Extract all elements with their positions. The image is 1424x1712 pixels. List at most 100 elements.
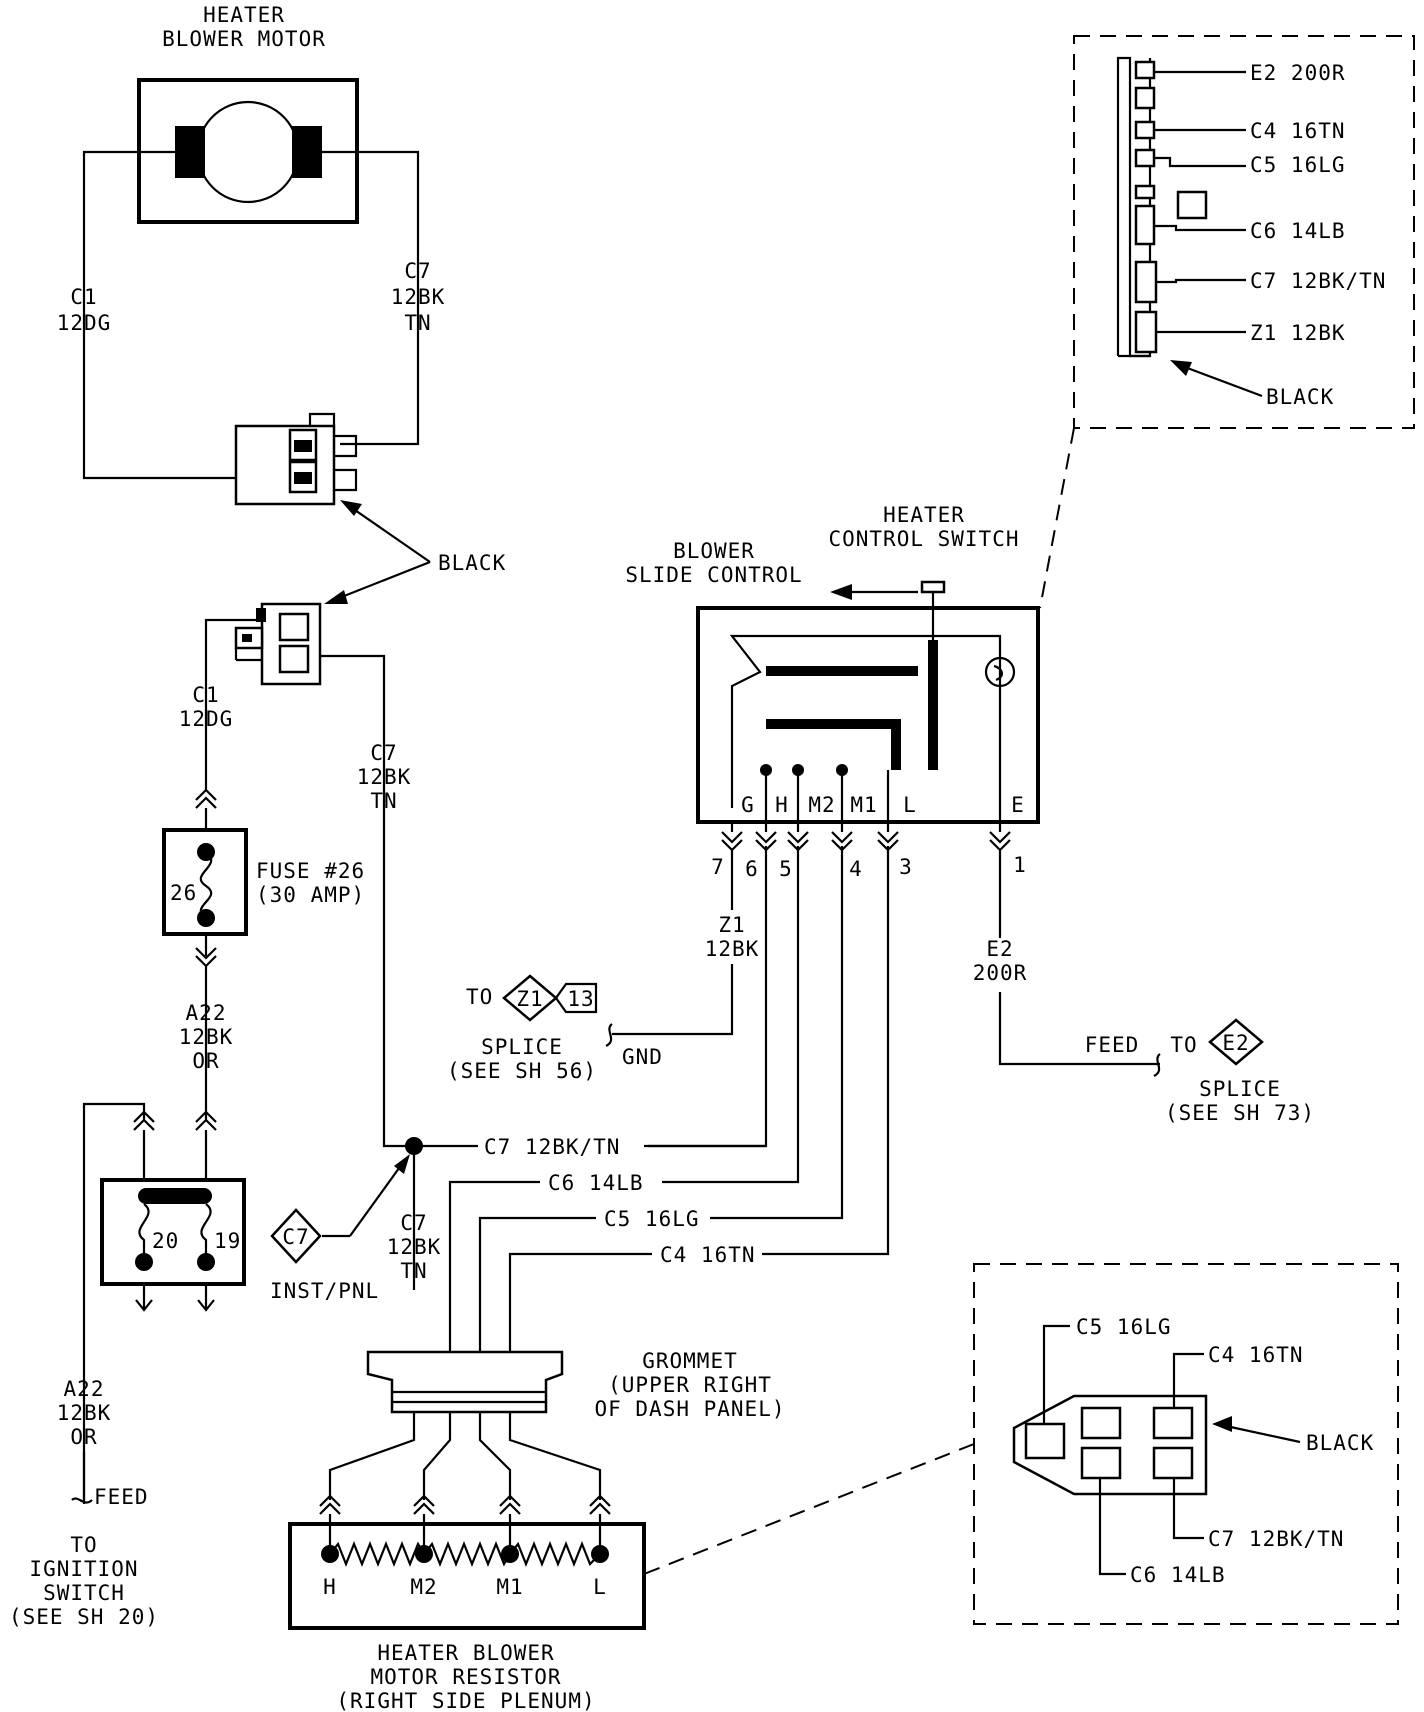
resistor-title-3: (RIGHT SIDE PLENUM): [336, 1689, 595, 1712]
black-label: BLACK: [438, 551, 506, 575]
feed-left-feed: FEED: [94, 1485, 149, 1509]
resistor-pin-l: L: [593, 1575, 607, 1599]
feed-left-a22-color: OR: [70, 1425, 97, 1449]
switch-terminal-h: H: [775, 793, 789, 817]
wire-c7-lower-code: C7: [370, 741, 397, 765]
resistor-connector-wire-c6: C6 14LB: [1130, 1563, 1226, 1587]
cavity-5: 5: [779, 857, 793, 881]
heater-switch-title-1: HEATER: [883, 503, 965, 527]
cavity-3: 3: [899, 855, 913, 879]
feed-right-wire-spec: 200R: [973, 961, 1028, 985]
switch-terminal-l: L: [903, 793, 917, 817]
switch-connector-wire-e2: E2 200R: [1250, 61, 1346, 85]
switch-connector-wire-z1: Z1 12BK: [1250, 321, 1346, 345]
wire-c7-to-splice: [320, 654, 414, 1148]
ground-ref: (SEE SH 56): [447, 1059, 597, 1083]
motor-connector-body: [234, 424, 336, 506]
resistor-connector-wire-c4: C4 16TN: [1208, 1343, 1304, 1367]
wire-c7-lower-color: TN: [370, 789, 397, 813]
switch-terminal-m1: M1: [850, 793, 877, 817]
wire-c7-code: C7: [404, 259, 431, 283]
pin-19-label: 19: [214, 1229, 241, 1253]
splice-c7-diamond: [270, 1208, 322, 1264]
motor-brush-left: [175, 126, 205, 178]
wire-c1-code: C1: [70, 285, 97, 309]
feed-right-ref: (SEE SH 73): [1165, 1101, 1315, 1125]
wire-c1-lower-spec: 12DG: [179, 707, 234, 731]
feed-left-a22-code: A22: [64, 1377, 105, 1401]
ground-to: TO: [466, 985, 493, 1009]
feed-left-to: TO: [70, 1533, 97, 1557]
ground-splice-num: 13: [567, 987, 594, 1011]
heater-switch-title-2: CONTROL SWITCH: [828, 527, 1019, 551]
feed-left-dest-1: IGNITION: [29, 1557, 138, 1581]
grommet-title: GROMMET: [642, 1349, 738, 1373]
feed-left: A22 12BK OR FEED TO IGNITION SWITCH (SEE…: [9, 1377, 159, 1629]
switch-connector-wire-c5: C5 16LG: [1250, 153, 1346, 177]
resistor-feed-wires: [319, 1412, 611, 1554]
feed-left-dest-2: SWITCH: [43, 1581, 125, 1605]
grommet-line-2: (UPPER RIGHT: [608, 1373, 772, 1397]
wire-c7-motor: [322, 150, 420, 446]
blower-slide-title-2: SLIDE CONTROL: [625, 563, 802, 587]
wire-c1-spec: 12DG: [57, 311, 112, 335]
feed-right-splice: SPLICE: [1199, 1077, 1281, 1101]
ground-splice-id: Z1: [516, 987, 543, 1011]
feed-left-ref: (SEE SH 20): [9, 1605, 159, 1629]
slide-direction-arrow-icon: [830, 584, 852, 600]
resistor-coil-icon: [329, 1541, 601, 1567]
wire-c7-lower-spec: 12BK: [357, 765, 412, 789]
ground-z1: Z1 12BK GND TO Z1 13 SPLICE (SEE SH 56): [447, 850, 760, 1083]
resistor-connector-view: C5 16LG C4 16TN BLACK C7 12BK/TN C6 14LB: [643, 1263, 1399, 1625]
resistor-connector-wire-c5: C5 16LG: [1076, 1315, 1172, 1339]
motor-connector-lower: [234, 602, 322, 686]
motor-title-line-2: BLOWER MOTOR: [162, 27, 326, 51]
wire-a22-code: A22: [186, 1001, 227, 1025]
splice-e2-diamond: [1208, 1018, 1264, 1066]
ground-wire-spec: 12BK: [705, 937, 760, 961]
splice-c7-location: INST/PNL: [270, 1279, 379, 1303]
feed-right-splice-id: E2: [1222, 1031, 1249, 1055]
resistor-title-1: HEATER BLOWER: [377, 1641, 554, 1665]
grommet: GROMMET (UPPER RIGHT OF DASH PANEL): [366, 1349, 785, 1421]
switch-connector-wire-c7: C7 12BK/TN: [1250, 269, 1386, 293]
feed-left-a22-spec: 12BK: [57, 1401, 112, 1425]
fuse-element-icon: [199, 851, 213, 919]
switch-terminal-m2: M2: [808, 793, 835, 817]
heater-blower-motor-resistor: H M2 M1 L HEATER BLOWER MOTOR RESISTOR (…: [288, 1522, 646, 1712]
wire-a22-spec: 12BK: [179, 1025, 234, 1049]
resistor-pin-h: H: [323, 1575, 337, 1599]
switch-terminal-e: E: [1011, 793, 1025, 817]
resistor-connector-color: BLACK: [1306, 1431, 1374, 1455]
wire-c7-color: TN: [404, 311, 431, 335]
switch-connector-view-frame: [1073, 35, 1415, 429]
splice-z1-diamond: [502, 974, 558, 1022]
cavity-6: 6: [745, 857, 759, 881]
heater-blower-motor: HEATER BLOWER MOTOR C1 12DG C7 12BK TN: [57, 3, 444, 480]
resistor-connector-wire-c7: C7 12BK/TN: [1208, 1527, 1344, 1551]
splice-c7-id: C7: [282, 1225, 309, 1249]
feed-right-feed: FEED: [1085, 1033, 1140, 1057]
slide-lever: [928, 640, 938, 770]
lower-wires: C1 12DG C7 12BK TN: [179, 618, 414, 1148]
motor-title-line-1: HEATER: [203, 3, 285, 27]
harness-wire-c7: C7 12BK/TN: [484, 1135, 620, 1159]
resistor-pin-m2: M2: [410, 1575, 437, 1599]
ignition-connector: 20 19: [82, 1102, 246, 1504]
wire-c1-to-fuse: [204, 618, 262, 790]
resistor-title-2: MOTOR RESISTOR: [370, 1665, 561, 1689]
feed-right-wire-code: E2: [986, 937, 1013, 961]
splice-c7-wire-code: C7: [400, 1211, 427, 1235]
fuse-label: FUSE #26: [256, 859, 365, 883]
switch-connector-view: E2 200R C4 16TN C5 16LG C6 14LB C7 12BK/…: [1039, 35, 1415, 609]
harness-wires: C7 12BK/TN C6 14LB C5 16LG C4 16TN: [448, 846, 890, 1412]
illumination-lamp-icon: [984, 656, 1016, 688]
black-connector-label: BLACK: [324, 500, 506, 604]
blower-slide-title-1: BLOWER: [673, 539, 755, 563]
fuse-rating: (30 AMP): [256, 883, 365, 907]
grommet-icon: [366, 1350, 564, 1414]
ground-splice: SPLICE: [481, 1035, 563, 1059]
cavity-1: 1: [1013, 853, 1027, 877]
motor-connector-upper: [234, 412, 358, 506]
